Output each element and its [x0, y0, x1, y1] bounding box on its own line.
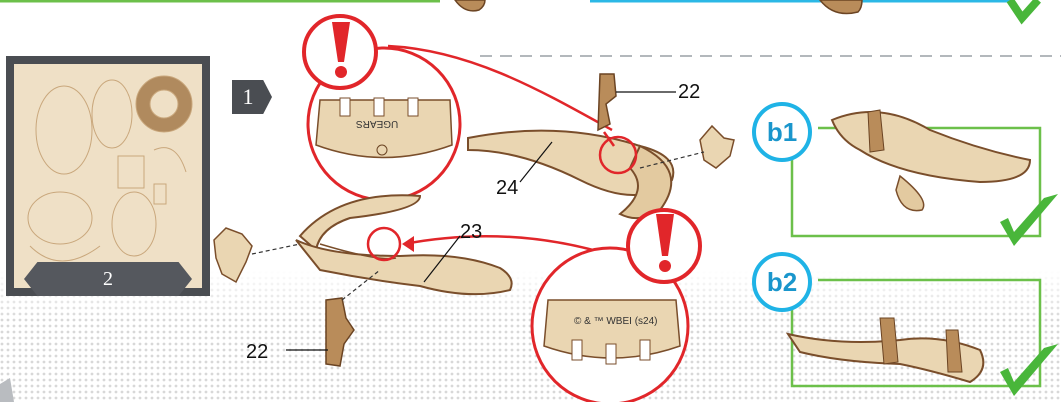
- checkmark-icon: [1010, 0, 1038, 18]
- engraving-wbei: © & ™ WBEI (s24): [574, 316, 658, 327]
- sheet-cutouts: [14, 64, 202, 288]
- part-22-right: [700, 126, 734, 168]
- callout-part-24: 24: [496, 178, 518, 198]
- sheet-number: 2: [24, 262, 192, 296]
- variant-badge-b2: b2: [752, 252, 812, 312]
- engraving-ugears: UGEARS: [356, 118, 398, 129]
- checkmark-icon: [1000, 194, 1058, 246]
- variant-badge-b1: b1: [752, 102, 812, 162]
- step-number: 1: [232, 80, 264, 114]
- callout-part-23: 23: [460, 222, 482, 242]
- part-22-top: [598, 74, 616, 130]
- step-arrow-icon: [402, 236, 414, 252]
- callout-part-22-top: 22: [678, 82, 700, 102]
- callout-part-22-bottom: 22: [246, 342, 268, 362]
- parts-sheet-thumbnail: [14, 64, 202, 288]
